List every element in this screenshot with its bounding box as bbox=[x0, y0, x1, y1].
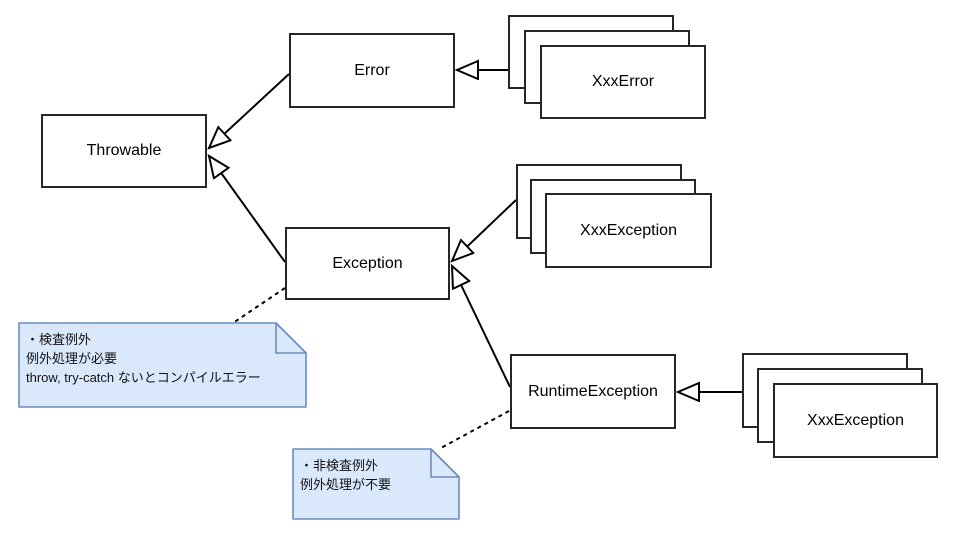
note-unchecked-exception: ・非検査例外 例外処理が不要 bbox=[292, 448, 460, 520]
stack-xxxexception-checked-front: XxxException bbox=[545, 193, 712, 268]
stack-xxxexception-runtime-front: XxxException bbox=[773, 383, 938, 458]
stack-label-xxxexception-runtime: XxxException bbox=[807, 411, 904, 429]
note-line: ・非検査例外 bbox=[300, 458, 379, 473]
class-node-throwable: Throwable bbox=[41, 114, 207, 188]
note-fold-corner bbox=[430, 448, 460, 478]
note-line: ・検査例外 bbox=[26, 332, 92, 347]
inheritance-arrow-exception-to-throwable bbox=[209, 156, 286, 263]
class-node-error: Error bbox=[289, 33, 455, 108]
inheritance-arrow-runtimeexception-to-exception bbox=[452, 266, 511, 388]
class-label-throwable: Throwable bbox=[86, 142, 162, 159]
note-checked-text: ・検査例外 例外処理が必要 throw, try-catch ないとコンパイルエ… bbox=[18, 322, 307, 387]
note-line: throw, try-catch ないとコンパイルエラー bbox=[26, 370, 261, 385]
note-checked-shape bbox=[18, 322, 307, 408]
stack-xxxerror-front: XxxError bbox=[540, 45, 706, 119]
class-label-error: Error bbox=[354, 61, 390, 79]
note-unchecked-text: ・非検査例外 例外処理が不要 bbox=[292, 448, 460, 494]
note-unchecked-shape bbox=[292, 448, 460, 520]
class-label-exception: Exception bbox=[332, 254, 403, 272]
note-line: 例外処理が不要 bbox=[300, 477, 392, 492]
class-node-runtimeexception: RuntimeException bbox=[510, 354, 676, 429]
inheritance-arrow-error-to-throwable bbox=[209, 73, 290, 148]
stack-label-xxxexception-checked: XxxException bbox=[580, 221, 677, 239]
note-link-exception-to-checked-note bbox=[232, 287, 286, 324]
class-label-runtimeexception: RuntimeException bbox=[528, 382, 658, 400]
inheritance-arrow-xxxexception-to-exception bbox=[452, 199, 517, 261]
note-line: 例外処理が必要 bbox=[26, 351, 118, 366]
note-checked-exception: ・検査例外 例外処理が必要 throw, try-catch ないとコンパイルエ… bbox=[18, 322, 307, 408]
class-node-exception: Exception bbox=[285, 227, 450, 300]
note-fold-corner bbox=[275, 322, 307, 354]
stack-label-xxxerror: XxxError bbox=[591, 73, 655, 90]
note-link-runtimeexception-to-unchecked-note bbox=[440, 410, 510, 449]
